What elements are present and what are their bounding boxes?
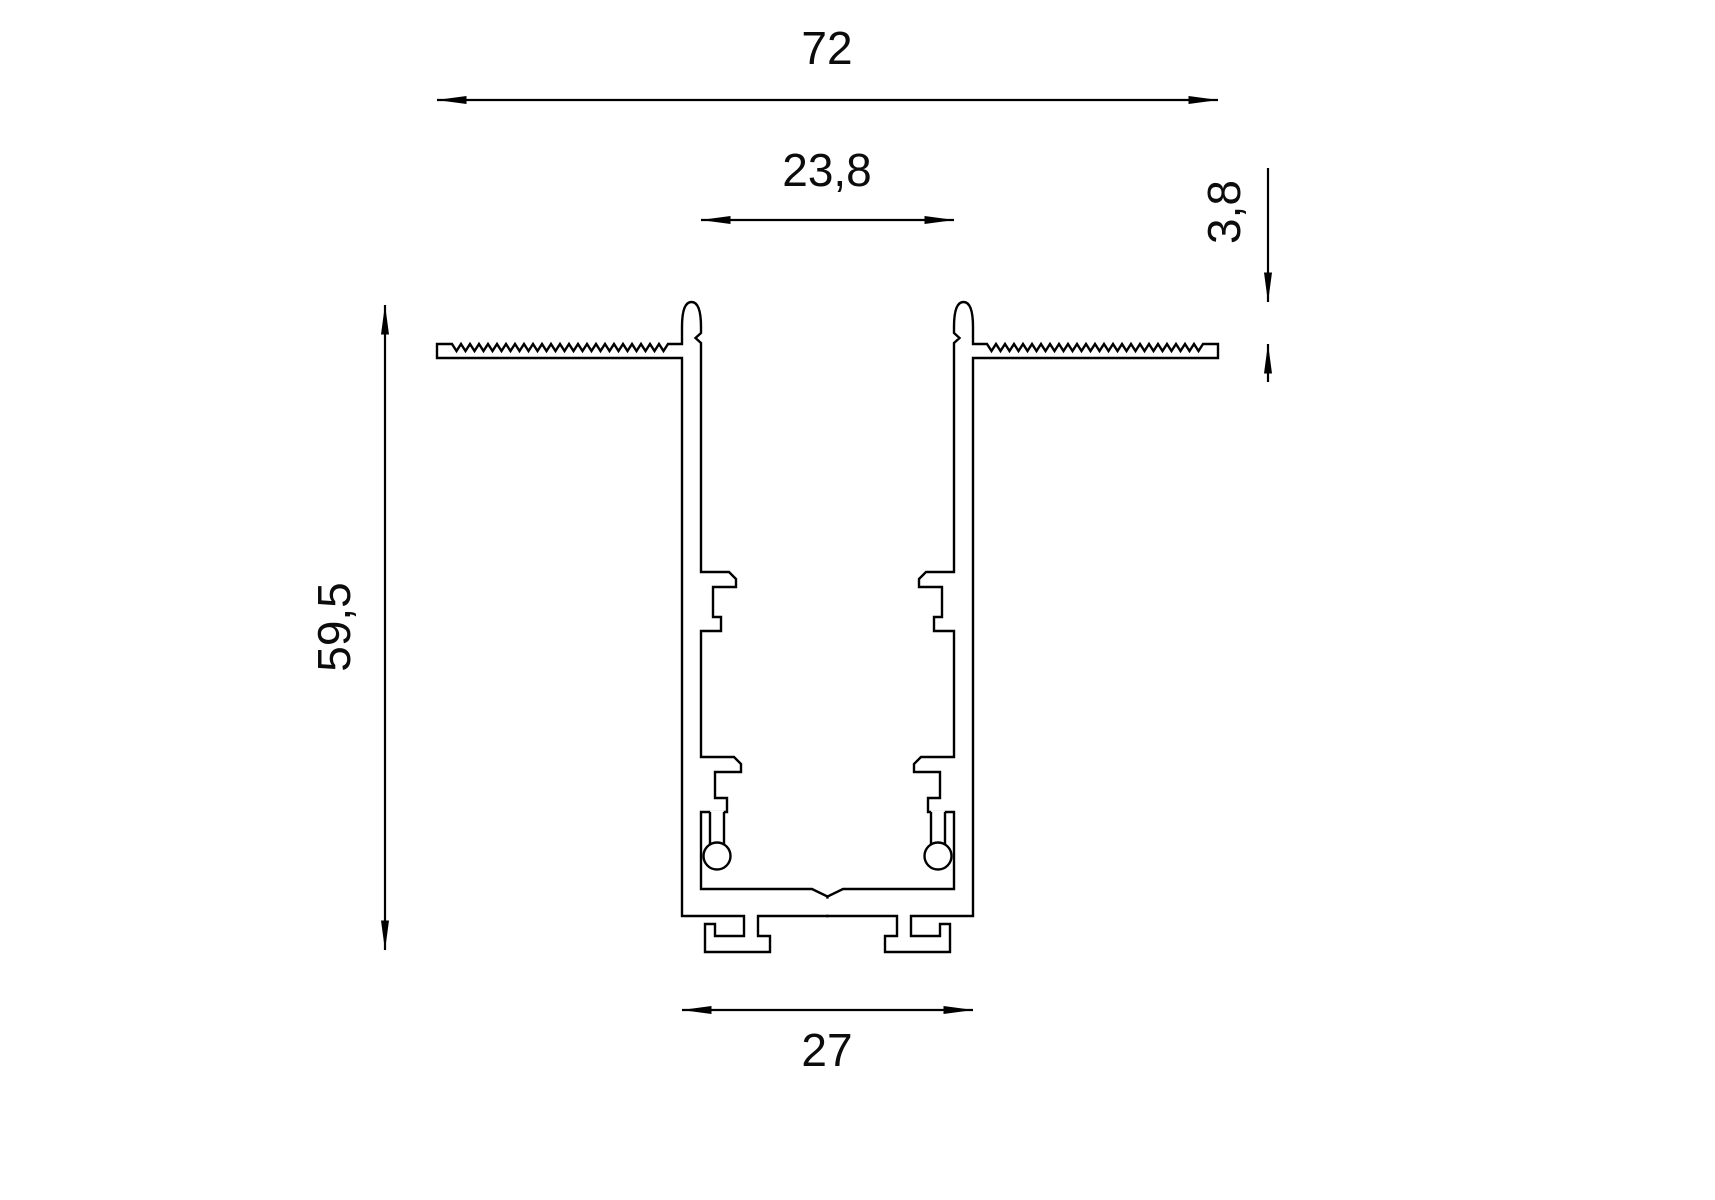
boss-circle-left [702, 841, 732, 871]
profile-cross-section [435, 300, 1220, 954]
dimension-overall-height: 59,5 [308, 304, 389, 951]
boss-neck-right [929, 812, 947, 845]
neck-junction-mask [931, 810, 945, 814]
profile-outline-left [435, 300, 829, 954]
dim-label-3-8: 3,8 [1198, 180, 1250, 244]
neck-junction-mask [710, 810, 724, 814]
dimension-flange-step: 3,8 [1198, 168, 1272, 382]
profile-left-half [435, 300, 829, 954]
dimensions: 72 23,8 3,8 59,5 27 [308, 22, 1272, 1076]
dimension-overall-width: 72 [436, 22, 1219, 104]
dim-label-59-5: 59,5 [308, 582, 360, 672]
profile-right-half [826, 300, 1220, 954]
boss-neck-left [708, 812, 726, 845]
profile-outline-right [826, 300, 1220, 954]
dim-label-27: 27 [801, 1024, 852, 1076]
dim-label-72: 72 [801, 22, 852, 74]
dim-label-23-8: 23,8 [782, 144, 872, 196]
center-seam-mask [825, 898, 830, 915]
dimension-base-width: 27 [681, 1006, 974, 1076]
dimension-opening-width: 23,8 [700, 144, 955, 224]
boss-circle-right [923, 841, 953, 871]
